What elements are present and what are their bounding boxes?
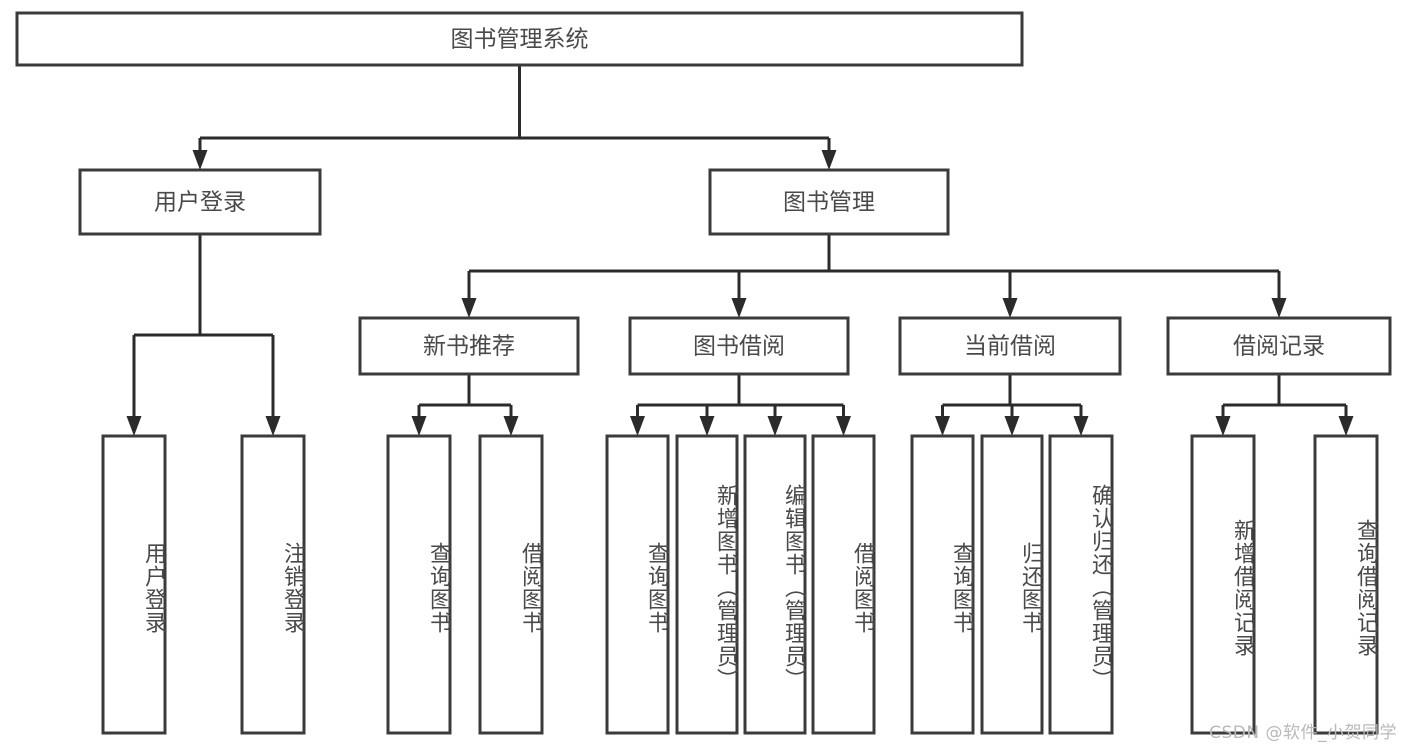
watermark: CSDN @软件_小贺同学 [1209,723,1397,743]
node-user-login[interactable] [78,168,322,236]
node-leaf-edit-book[interactable] [743,434,807,735]
node-leaf-query-book-1[interactable] [386,434,452,735]
node-borrow-record-label: 借阅记录 [1233,334,1325,360]
connector-group [126,65,1354,436]
node-book-manage[interactable] [708,168,950,236]
node-leaf-add-record[interactable] [1190,434,1256,735]
node-user-login-label: 用户登录 [154,190,246,216]
node-book-borrow[interactable] [628,316,850,376]
node-title-system-label: 图书管理系统 [451,27,589,53]
node-leaf-query-book-2[interactable] [605,434,670,735]
node-book-manage-label: 图书管理 [783,190,875,216]
node-leaf-query-book-3[interactable] [910,434,975,735]
node-borrow-record[interactable] [1166,316,1392,376]
node-new-book-rec-label: 新书推荐 [423,334,515,360]
node-current-borrow[interactable] [898,316,1122,376]
node-box-group [15,11,1392,735]
node-current-borrow-label: 当前借阅 [964,334,1056,360]
node-leaf-add-book[interactable] [675,434,739,735]
node-title-system[interactable] [15,11,1024,67]
node-leaf-user-login[interactable] [101,434,167,735]
node-leaf-confirm-return[interactable] [1048,434,1114,735]
node-leaf-query-record[interactable] [1313,434,1379,735]
node-leaf-borrow-book-2[interactable] [811,434,876,735]
node-leaf-borrow-book-1[interactable] [478,434,544,735]
node-new-book-rec[interactable] [358,316,580,376]
node-leaf-return-book[interactable] [980,434,1044,735]
node-book-borrow-label: 图书借阅 [693,334,785,360]
node-leaf-logout[interactable] [240,434,306,735]
